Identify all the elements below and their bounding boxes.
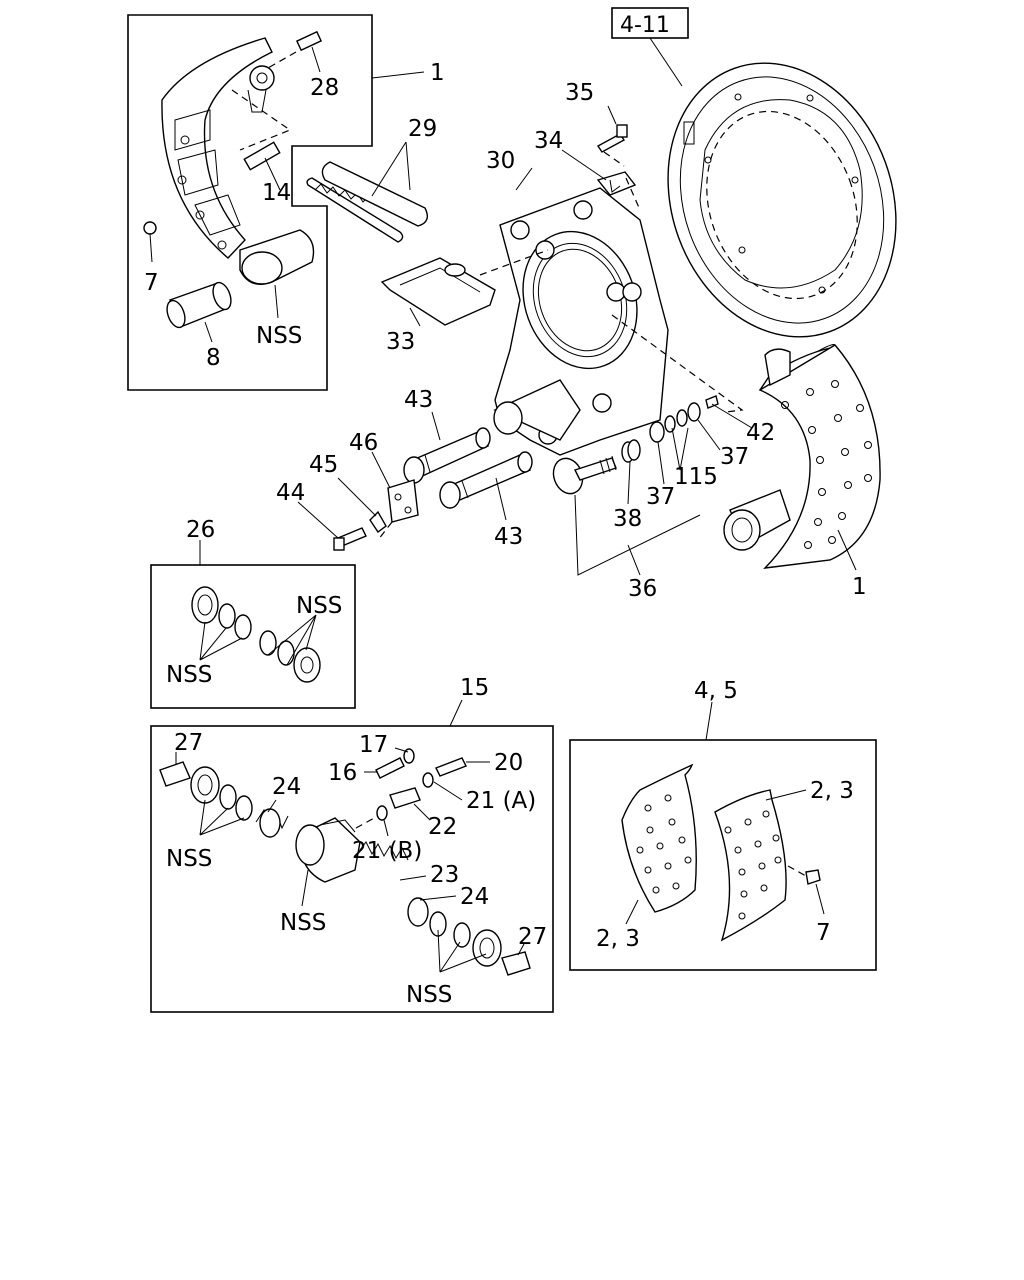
callout-28: 28 bbox=[310, 75, 339, 101]
callout-nss-15a: NSS bbox=[166, 846, 212, 872]
cap-17 bbox=[403, 748, 415, 764]
callout-44: 44 bbox=[276, 480, 305, 506]
callout-17: 17 bbox=[359, 732, 388, 758]
lock-plate-46 bbox=[387, 479, 419, 523]
callout-nss-26a: NSS bbox=[296, 593, 342, 619]
return-spring-29: 29 bbox=[306, 116, 437, 243]
callout-22: 22 bbox=[428, 814, 457, 840]
washer-45 bbox=[369, 510, 387, 534]
callout-43-top: 43 bbox=[404, 387, 433, 413]
callout-16: 16 bbox=[328, 760, 357, 786]
callout-27-bottom: 27 bbox=[518, 924, 547, 950]
anchor-pin-43-lower bbox=[439, 451, 533, 521]
callout-26: 26 bbox=[186, 517, 215, 543]
callout-37-mid: 37 bbox=[646, 484, 675, 510]
callout-23: 23 bbox=[430, 862, 459, 888]
callout-46: 46 bbox=[349, 430, 378, 456]
wheel-cylinder-box-15 bbox=[150, 699, 554, 1013]
brake-shoe-web bbox=[161, 37, 273, 259]
washer-37-right bbox=[687, 402, 701, 422]
callout-1-top: 1 bbox=[430, 60, 445, 86]
callout-36: 36 bbox=[628, 576, 657, 602]
cover-33: 33 bbox=[380, 249, 549, 355]
brake-shoe-with-lining bbox=[723, 343, 881, 569]
callout-27-top: 27 bbox=[174, 730, 203, 756]
callout-15: 15 bbox=[460, 675, 489, 701]
callout-45: 45 bbox=[309, 452, 338, 478]
callout-2-3-left: 2, 3 bbox=[596, 926, 640, 952]
bolt-35[interactable] bbox=[596, 124, 628, 167]
callout-37-right: 37 bbox=[720, 444, 749, 470]
dust-boot-27-top bbox=[159, 761, 191, 787]
washer-37-mid bbox=[649, 421, 665, 443]
reference-box-4-11[interactable]: 4-11 bbox=[611, 7, 689, 87]
callout-2-3-right: 2, 3 bbox=[810, 778, 854, 804]
reference-box-label: 4-11 bbox=[620, 13, 670, 38]
callout-7-left: 7 bbox=[144, 270, 159, 296]
bolt-44[interactable] bbox=[333, 527, 367, 551]
callout-30: 30 bbox=[486, 148, 515, 174]
callout-29: 29 bbox=[408, 116, 437, 142]
callout-21a: 21 (A) bbox=[466, 788, 536, 814]
callout-24-bottom: 24 bbox=[460, 884, 489, 910]
union-22 bbox=[389, 787, 421, 809]
callout-nss-15b: NSS bbox=[280, 910, 326, 936]
lining-box-4-5 bbox=[569, 701, 877, 971]
callout-33: 33 bbox=[386, 329, 415, 355]
shoe-assembly-box bbox=[127, 14, 373, 391]
callout-8: 8 bbox=[206, 345, 221, 371]
callout-35: 35 bbox=[565, 80, 594, 106]
brake-spider-30: 30 bbox=[486, 148, 669, 456]
callout-24-top: 24 bbox=[272, 774, 301, 800]
callout-115: 115 bbox=[674, 464, 718, 490]
callout-21b: 21 (B) bbox=[352, 838, 422, 864]
adjuster-assembly-36 bbox=[552, 455, 617, 495]
backing-plate bbox=[667, 62, 897, 338]
anchor-pin-43-upper bbox=[403, 411, 491, 484]
callout-1-right: 1 bbox=[852, 574, 867, 600]
pin-42 bbox=[705, 395, 719, 409]
dust-boot-27-bottom bbox=[501, 951, 531, 976]
rivet-7 bbox=[805, 869, 821, 885]
bleeder-screw-16 bbox=[375, 757, 405, 779]
callout-34: 34 bbox=[534, 128, 563, 154]
clip-34 bbox=[596, 171, 637, 196]
callout-7-right: 7 bbox=[816, 920, 831, 946]
callout-4-5-title: 4, 5 bbox=[694, 678, 738, 704]
callout-38: 38 bbox=[613, 506, 642, 532]
callout-42: 42 bbox=[746, 420, 775, 446]
callout-14: 14 bbox=[262, 180, 291, 206]
callout-43-bottom: 43 bbox=[494, 524, 523, 550]
kit-box-26 bbox=[150, 540, 356, 709]
shim-115 bbox=[664, 409, 688, 433]
lining-right bbox=[714, 789, 787, 942]
callout-nss-shoe: NSS bbox=[256, 323, 302, 349]
callout-nss-26b: NSS bbox=[166, 662, 212, 688]
lining-left bbox=[621, 763, 697, 913]
callout-nss-15c: NSS bbox=[406, 982, 452, 1008]
callout-20: 20 bbox=[494, 750, 523, 776]
bolt-20 bbox=[435, 757, 467, 777]
spring-38 bbox=[621, 439, 641, 463]
